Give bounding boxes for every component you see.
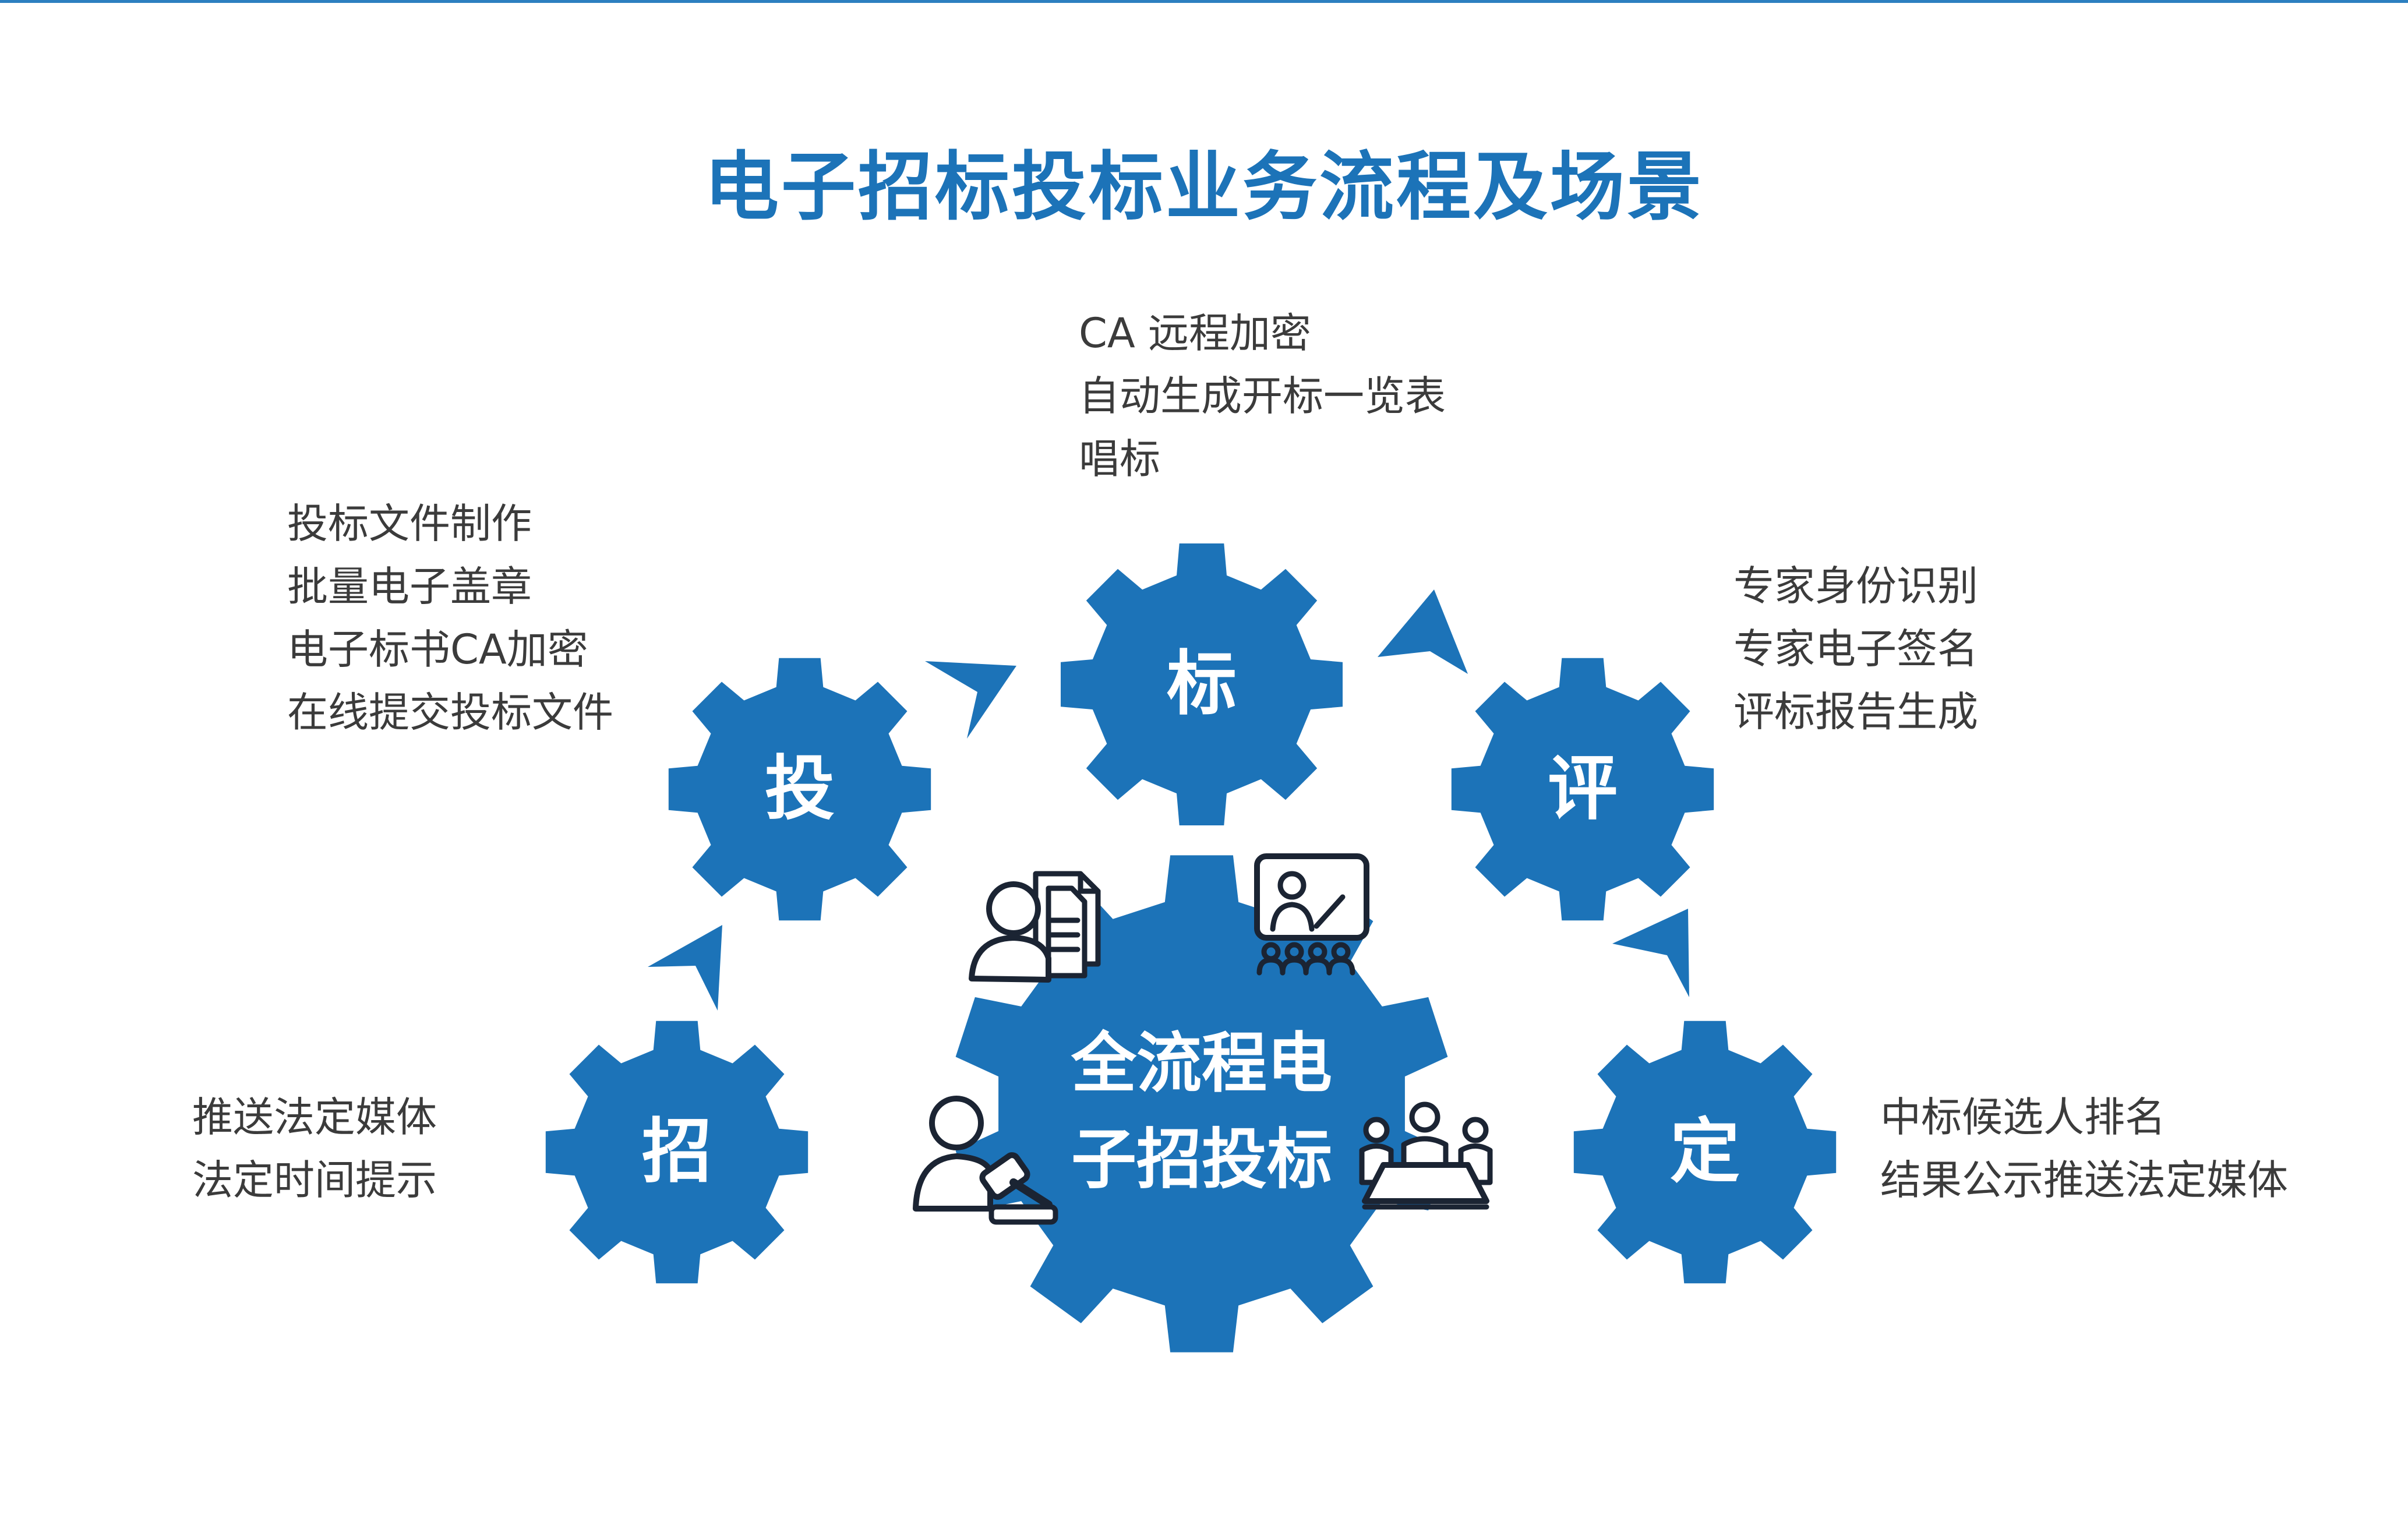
flow-arrows [648,589,1689,1011]
gear-zhao [545,1020,808,1284]
description-item: 在线提交投标文件 [287,688,613,736]
arrow-ping-to-ding [1612,909,1689,997]
description-item: 法定时间提示 [192,1156,437,1204]
arrow-biao-to-ping [1378,589,1468,674]
gear-group [545,543,1837,1353]
description-item: 自动生成开标一览表 [1079,372,1446,420]
page-title: 电子招标投标业务流程及场景 [704,144,1704,231]
ding-description: 中标候选人排名 结果公示推送法定媒体 [1880,1086,2288,1212]
description-item: 专家身份识别 [1733,562,1978,610]
ping-description: 专家身份识别 专家电子签名 评标报告生成 [1733,555,1978,743]
document-person-icon [969,871,1101,983]
gear-label-tou: 投 [765,748,835,829]
scenario-icons [913,853,1493,1225]
description-item: 评标报告生成 [1733,688,1978,736]
meeting-table-icon [1359,1101,1493,1210]
arrow-zhao-to-tou [648,925,722,1011]
gear-label-ping: 评 [1548,748,1618,829]
biao-description: CA 远程加密 自动生成开标一览表 唱标 [1079,302,1446,490]
gear-ping [1451,658,1714,921]
tou-description: 投标文件制作 批量电子盖章 电子标书CA加密 在线提交投标文件 [287,492,613,744]
center-label-line-2: 子招投标 [1071,1122,1332,1198]
description-item: 批量电子盖章 [287,563,532,610]
zhao-description: 推送法定媒体 法定时间提示 [192,1086,437,1212]
description-item: 电子标书CA加密 [287,626,588,673]
description-item: 推送法定媒体 [192,1093,437,1141]
description-item: 结果公示推送法定媒体 [1880,1156,2288,1204]
gear-label-ding: 定 [1670,1111,1740,1192]
description-item: 专家电子签名 [1733,625,1978,673]
description-item: CA 远程加密 [1079,309,1312,357]
top-border-line [0,0,2408,3]
presentation-board-icon [1254,853,1369,976]
gear-ding [1573,1020,1837,1284]
center-label-line-1: 全流程电 [1071,1026,1332,1101]
gear-biao [1061,543,1343,825]
gear-label-zhao: 招 [642,1111,712,1192]
arrow-tou-to-biao [925,661,1016,739]
gavel-person-icon [913,1096,1058,1225]
description-item: 中标候选人排名 [1880,1093,2166,1141]
gear-tou [668,658,931,921]
gear-center [955,855,1448,1353]
description-item: 唱标 [1079,435,1160,483]
description-item: 投标文件制作 [287,500,532,548]
gear-label-biao: 标 [1167,644,1237,725]
